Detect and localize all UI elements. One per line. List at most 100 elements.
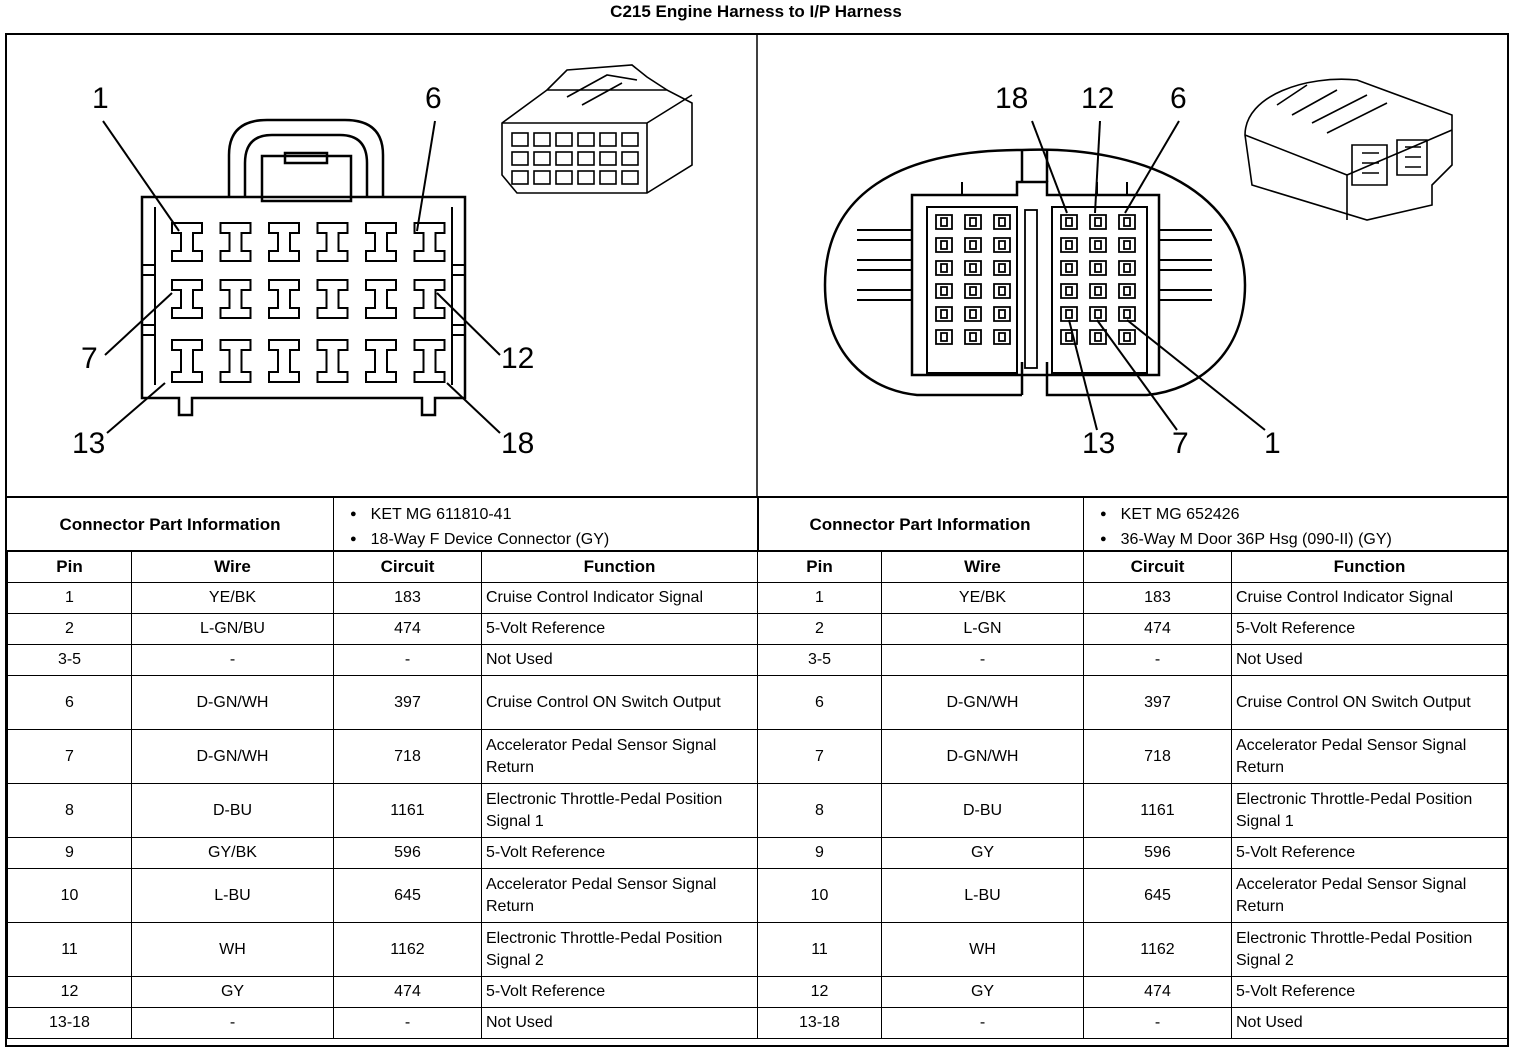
wire-cell: - (881, 644, 1084, 676)
pin-cell: 10 (757, 868, 882, 923)
terminal-cavity (1089, 237, 1107, 253)
terminal-cavity (993, 260, 1011, 276)
left-callout-6: 6 (425, 82, 442, 115)
terminal-cavity (964, 329, 982, 345)
page-title: C215 Engine Harness to I/P Harness (610, 2, 902, 21)
terminal-cavity (1118, 237, 1136, 253)
function-cell: Accelerator Pedal Sensor Signal Return (1231, 729, 1508, 784)
terminal-cavity (365, 222, 397, 262)
terminal-cavity (268, 222, 300, 262)
terminal-cavity (1060, 283, 1078, 299)
right-cpi-item: 36-Way M Door 36P Hsg (090-II) (GY) (1100, 528, 1392, 553)
iso-terminal (599, 132, 617, 147)
terminal-cavity (964, 260, 982, 276)
header-wire: Wire (881, 551, 1084, 583)
function-cell: Not Used (1231, 1007, 1508, 1039)
wire-cell: D-BU (131, 783, 334, 838)
function-cell: Not Used (481, 1007, 758, 1039)
function-cell: 5-Volt Reference (1231, 837, 1508, 869)
terminal-cavity (993, 283, 1011, 299)
wire-cell: GY (881, 837, 1084, 869)
connector-diagrams: 1 6 7 12 13 18 (72, 35, 1453, 496)
pin-cell: 3-5 (757, 644, 882, 676)
terminal-cavity (1060, 260, 1078, 276)
right-callouts: 18 12 6 13 7 1 (995, 82, 1281, 460)
circuit-cell: - (333, 644, 482, 676)
iso-terminal (577, 151, 595, 166)
table-row: 3-5--Not Used (757, 644, 1508, 676)
wire-cell: - (131, 644, 334, 676)
function-cell: 5-Volt Reference (481, 976, 758, 1008)
wire-cell: - (881, 1007, 1084, 1039)
terminal-cavity (365, 339, 397, 383)
circuit-cell: 474 (1083, 976, 1232, 1008)
pin-cell: 11 (757, 922, 882, 977)
function-cell: 5-Volt Reference (1231, 613, 1508, 645)
header-function: Function (481, 551, 758, 583)
circuit-cell: 183 (1083, 582, 1232, 614)
terminal-cavity (365, 279, 397, 319)
function-cell: Electronic Throttle-Pedal Position Signa… (481, 922, 758, 977)
iso-terminal (511, 132, 529, 147)
function-cell: 5-Volt Reference (481, 837, 758, 869)
pin-cell: 1 (7, 582, 132, 614)
terminal-cavity (935, 306, 953, 322)
pin-cell: 12 (757, 976, 882, 1008)
terminal-cavity (413, 222, 446, 262)
terminal-cavity (1118, 329, 1136, 345)
left-callout-18: 18 (501, 427, 534, 460)
circuit-cell: 474 (1083, 613, 1232, 645)
pin-cell: 10 (7, 868, 132, 923)
left-cpi-item: KET MG 611810-41 (350, 503, 609, 528)
connector-part-info-row: Connector Part Information KET MG 611810… (7, 496, 1507, 553)
iso-terminal (577, 170, 595, 185)
wire-cell: WH (131, 922, 334, 977)
iso-terminal (511, 151, 529, 166)
iso-terminal (599, 151, 617, 166)
pin-cell: 11 (7, 922, 132, 977)
terminal-cavity (171, 279, 203, 319)
function-cell: Accelerator Pedal Sensor Signal Return (481, 868, 758, 923)
function-cell: Electronic Throttle-Pedal Position Signa… (1231, 922, 1508, 977)
pin-cell: 13-18 (7, 1007, 132, 1039)
terminal-cavity (1089, 306, 1107, 322)
terminal-cavity (316, 222, 349, 262)
left-cpi-label: Connector Part Information (59, 514, 281, 534)
terminal-cavity (316, 279, 349, 319)
wire-cell: YE/BK (881, 582, 1084, 614)
pin-cell: 6 (7, 675, 132, 730)
circuit-cell: 596 (333, 837, 482, 869)
iso-terminal (533, 132, 551, 147)
function-cell: Not Used (481, 644, 758, 676)
terminal-cavity (1118, 260, 1136, 276)
circuit-cell: 397 (1083, 675, 1232, 730)
right-connector-isometric-image (1244, 78, 1453, 221)
wire-cell: YE/BK (131, 582, 334, 614)
header-circuit: Circuit (333, 551, 482, 583)
terminal-cavity (993, 214, 1011, 230)
pin-cell: 1 (757, 582, 882, 614)
terminal-cavity (1060, 306, 1078, 322)
terminal-cavity (935, 260, 953, 276)
terminal-cavity (268, 279, 300, 319)
wire-cell: D-BU (881, 783, 1084, 838)
wire-cell: L-BU (131, 868, 334, 923)
terminal-cavity (935, 283, 953, 299)
wire-cell: D-GN/WH (131, 729, 334, 784)
function-cell: Cruise Control ON Switch Output (1231, 675, 1508, 730)
table-row: 13-18--Not Used (7, 1007, 758, 1039)
terminal-cavity (219, 222, 252, 262)
